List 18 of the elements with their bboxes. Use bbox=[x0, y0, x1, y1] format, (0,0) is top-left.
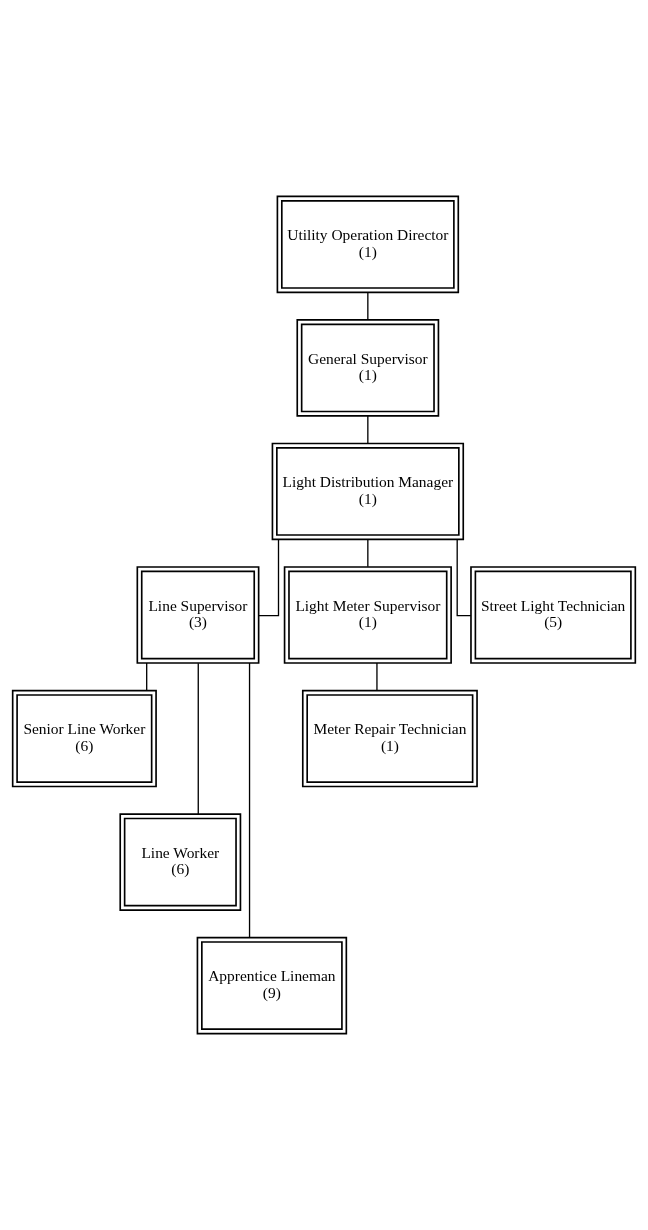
connector bbox=[367, 538, 369, 568]
connector bbox=[248, 662, 251, 939]
node-box: Line Worker (6) bbox=[119, 813, 242, 911]
connector bbox=[258, 539, 280, 617]
node-box: Senior Line Worker (6) bbox=[11, 689, 157, 788]
node-box: Light Meter Supervisor (1) bbox=[283, 566, 452, 664]
node-box: Apprentice Lineman (9) bbox=[196, 936, 348, 1035]
connector bbox=[376, 662, 378, 691]
connector bbox=[367, 291, 369, 321]
node-box: Line Supervisor (3) bbox=[136, 566, 260, 664]
connector bbox=[146, 662, 148, 691]
node-box: Light Distribution Manager (1) bbox=[271, 442, 465, 541]
connector bbox=[197, 662, 199, 815]
node-box: General Supervisor (1) bbox=[296, 319, 440, 417]
connector bbox=[367, 415, 369, 444]
node-box: Meter Repair Technician (1) bbox=[301, 689, 478, 788]
node-box: Street Light Technician (5) bbox=[470, 566, 637, 664]
node-box: Utility Operation Director (1) bbox=[276, 195, 460, 294]
